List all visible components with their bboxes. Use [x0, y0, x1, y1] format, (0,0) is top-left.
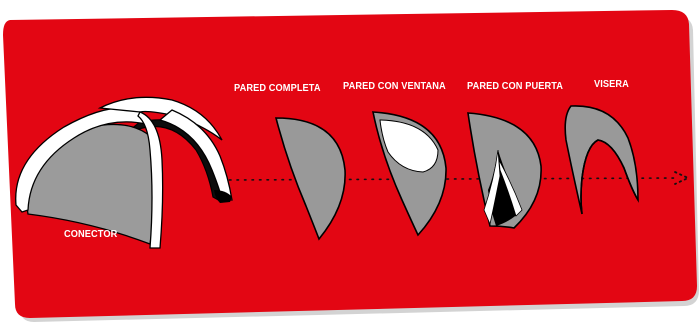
label-door-wall: PARED CON PUERTA: [467, 80, 564, 92]
label-window-wall: PARED CON VENTANA: [343, 80, 446, 92]
window-wall-illustration: [372, 111, 447, 237]
label-visor: VISERA: [594, 78, 629, 90]
red-banner: [3, 10, 697, 318]
connector-right-tube: [158, 109, 233, 201]
door-flap-left: [483, 149, 501, 226]
visor-illustration: [564, 105, 639, 215]
label-full-wall: PARED COMPLETA: [234, 82, 321, 94]
visor-inner-arch: [580, 139, 639, 215]
connector-right-foot: [214, 190, 232, 203]
full-wall-panel: [274, 117, 346, 241]
connector-top-ridge: [97, 96, 223, 141]
arrow-head-icon: [674, 171, 691, 185]
window-opening: [379, 119, 439, 173]
connector-front-leg: [137, 111, 164, 249]
door-flap-right: [498, 159, 523, 217]
connector-tent-illustration: [15, 96, 233, 249]
door-wall-illustration: [467, 112, 542, 229]
label-connector: CONECTOR: [64, 228, 118, 240]
